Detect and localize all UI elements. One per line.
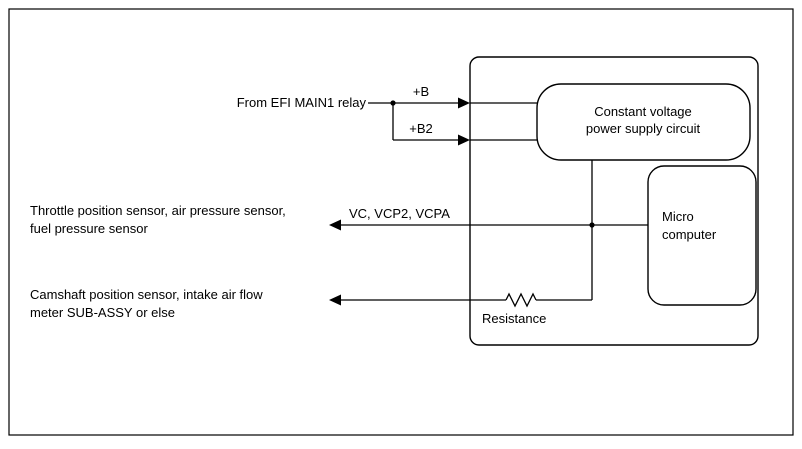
vc-signal-label: VC, VCP2, VCPA [349,206,450,221]
throttle-sensor-label-line2: fuel pressure sensor [30,221,148,236]
micro-computer-box [647,165,757,306]
plus-b-arrowhead-icon [458,97,470,109]
plus-b2-arrowhead-icon [458,134,470,146]
camshaft-sensor-label-line2: meter SUB-ASSY or else [30,305,175,320]
efi-relay-label: From EFI MAIN1 relay [237,95,367,110]
resistance-label: Resistance [482,311,546,326]
resistor-symbol [505,292,537,308]
constant-voltage-box [536,83,751,161]
vc-junction-dot [589,222,595,228]
micro-computer-label-line2: computer [662,227,717,242]
camshaft-sensor-label-line1: Camshaft position sensor, intake air flo… [30,287,263,302]
micro-computer-label-line1: Micro [662,209,694,224]
camshaft-arrowhead-icon [329,294,341,306]
throttle-sensor-label-line1: Throttle position sensor, air pressure s… [30,203,286,218]
plus-b2-label: +B2 [409,121,433,136]
constant-voltage-label-line2: power supply circuit [586,121,701,136]
constant-voltage-label-line1: Constant voltage [594,104,692,119]
vc-arrowhead-icon [329,219,341,231]
plus-b-label: +B [413,84,429,99]
